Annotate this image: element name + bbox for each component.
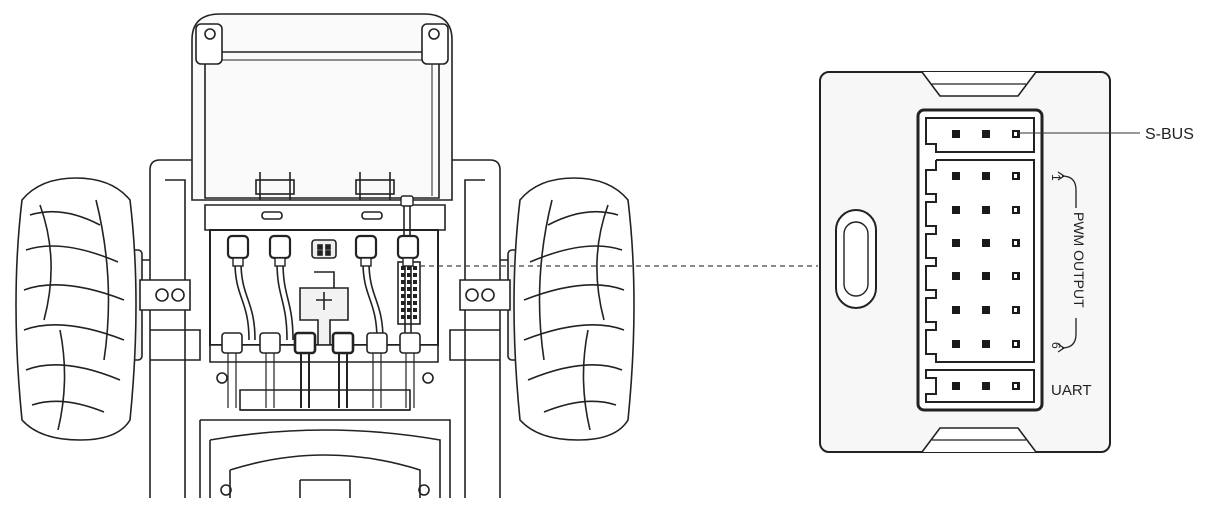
lower-cable-icon [405, 353, 415, 408]
lower-plug-icon [331, 331, 355, 355]
cable-end-icon [400, 195, 414, 207]
lower-plug-icon [293, 331, 317, 355]
board-header-pin [407, 315, 411, 319]
mecanum-wheel-left [15, 177, 137, 441]
board-header-pin [407, 308, 411, 312]
pwm-pin-mark [1014, 174, 1017, 178]
lower-plug-icon [366, 332, 388, 354]
pwm-pin-mark [1014, 308, 1017, 312]
board-header-pin [401, 273, 405, 277]
board-header-pin [407, 301, 411, 305]
board-header-pin [401, 308, 405, 312]
pwm-connector-block [925, 159, 1035, 363]
board-header-pin [407, 273, 411, 277]
sbus-label: S-BUS [1145, 126, 1194, 143]
pwm-range-end-label: 6 [1049, 342, 1063, 349]
lid-screw-icon [428, 28, 440, 40]
pwm-range-start-label: 1 [1049, 174, 1063, 181]
pwm-pin [952, 172, 960, 180]
board-header-pin [407, 294, 411, 298]
board-header-pin [413, 301, 417, 305]
pwm-pin [952, 340, 960, 348]
cable-plug-neck [232, 257, 244, 267]
cable-plug-icon [268, 234, 292, 260]
pwm-pin [982, 172, 990, 180]
board-header-pin [413, 266, 417, 270]
board-header-pin [401, 301, 405, 305]
servo-cables [221, 195, 421, 408]
port-detail-panel [819, 71, 1140, 453]
cable-plug-icon [354, 234, 378, 260]
uart-pin [952, 382, 960, 390]
lower-cable-icon [300, 353, 310, 408]
pwm-pin-mark [1014, 342, 1017, 346]
lower-cable-icon [227, 353, 237, 408]
pwm-pin [952, 206, 960, 214]
pwm-output-label: PWM OUTPUT [1071, 212, 1087, 308]
lower-plug-icon [221, 332, 243, 354]
uart-label: UART [1051, 382, 1092, 399]
raised-lid [191, 13, 453, 201]
servo-cable-icon [282, 261, 294, 341]
port-frame [916, 108, 1044, 412]
pwm-pin [982, 272, 990, 280]
servo-cable-icon [240, 261, 256, 341]
board-header-pin [407, 280, 411, 284]
board-header-pin [401, 315, 405, 319]
board-header-pin [413, 280, 417, 284]
board-header-pin [413, 273, 417, 277]
board-header-pin [413, 294, 417, 298]
uart-pin [982, 382, 990, 390]
bracket-screw-icon [481, 288, 495, 302]
cable-plug-neck [402, 257, 414, 267]
pwm-pin [982, 239, 990, 247]
cable-plug-neck [360, 257, 372, 267]
lower-plug-icon [259, 332, 281, 354]
pwm-pin [982, 340, 990, 348]
robot-chassis-illustration [15, 13, 635, 498]
servo-cable-icon [276, 261, 288, 341]
sbus-pin [952, 130, 960, 138]
lower-cable-icon [338, 353, 348, 408]
pwm-pin [952, 239, 960, 247]
lower-cable-icon [372, 353, 382, 408]
cable-plug-neck [274, 257, 286, 267]
board-header-pin [401, 266, 405, 270]
uart-pin-mark [1014, 384, 1017, 388]
pwm-pin [982, 306, 990, 314]
board-header-pin [401, 294, 405, 298]
cable-plug-icon [396, 234, 420, 260]
servo-cable-icon [368, 261, 384, 341]
pwm-pin [982, 206, 990, 214]
lid-screw-icon [204, 28, 216, 40]
pwm-pin-mark [1014, 208, 1017, 212]
board-header-pin [401, 280, 405, 284]
sbus-connector-block [925, 117, 1035, 153]
pwm-pin-mark [1014, 274, 1017, 278]
pwm-pin-mark [1014, 241, 1017, 245]
side-slot [835, 209, 877, 309]
sbus-pin-mark [1014, 132, 1017, 136]
lower-plug-icon [399, 332, 421, 354]
board-header-pin [407, 287, 411, 291]
board-header-pin [413, 315, 417, 319]
board-header-pin [413, 287, 417, 291]
mecanum-wheel-right [513, 177, 635, 441]
sbus-pin [982, 130, 990, 138]
lower-cable-icon [265, 353, 275, 408]
servo-cable-icon [362, 261, 378, 341]
board-header-pin [401, 287, 405, 291]
cable-plug-icon [226, 234, 250, 260]
pwm-pin [952, 306, 960, 314]
board-header-pin [413, 308, 417, 312]
board-header-pin [407, 266, 411, 270]
uart-connector-block [925, 369, 1035, 403]
servo-cable-icon [234, 261, 250, 341]
bracket-screw-icon [155, 288, 169, 302]
pwm-pin [952, 272, 960, 280]
